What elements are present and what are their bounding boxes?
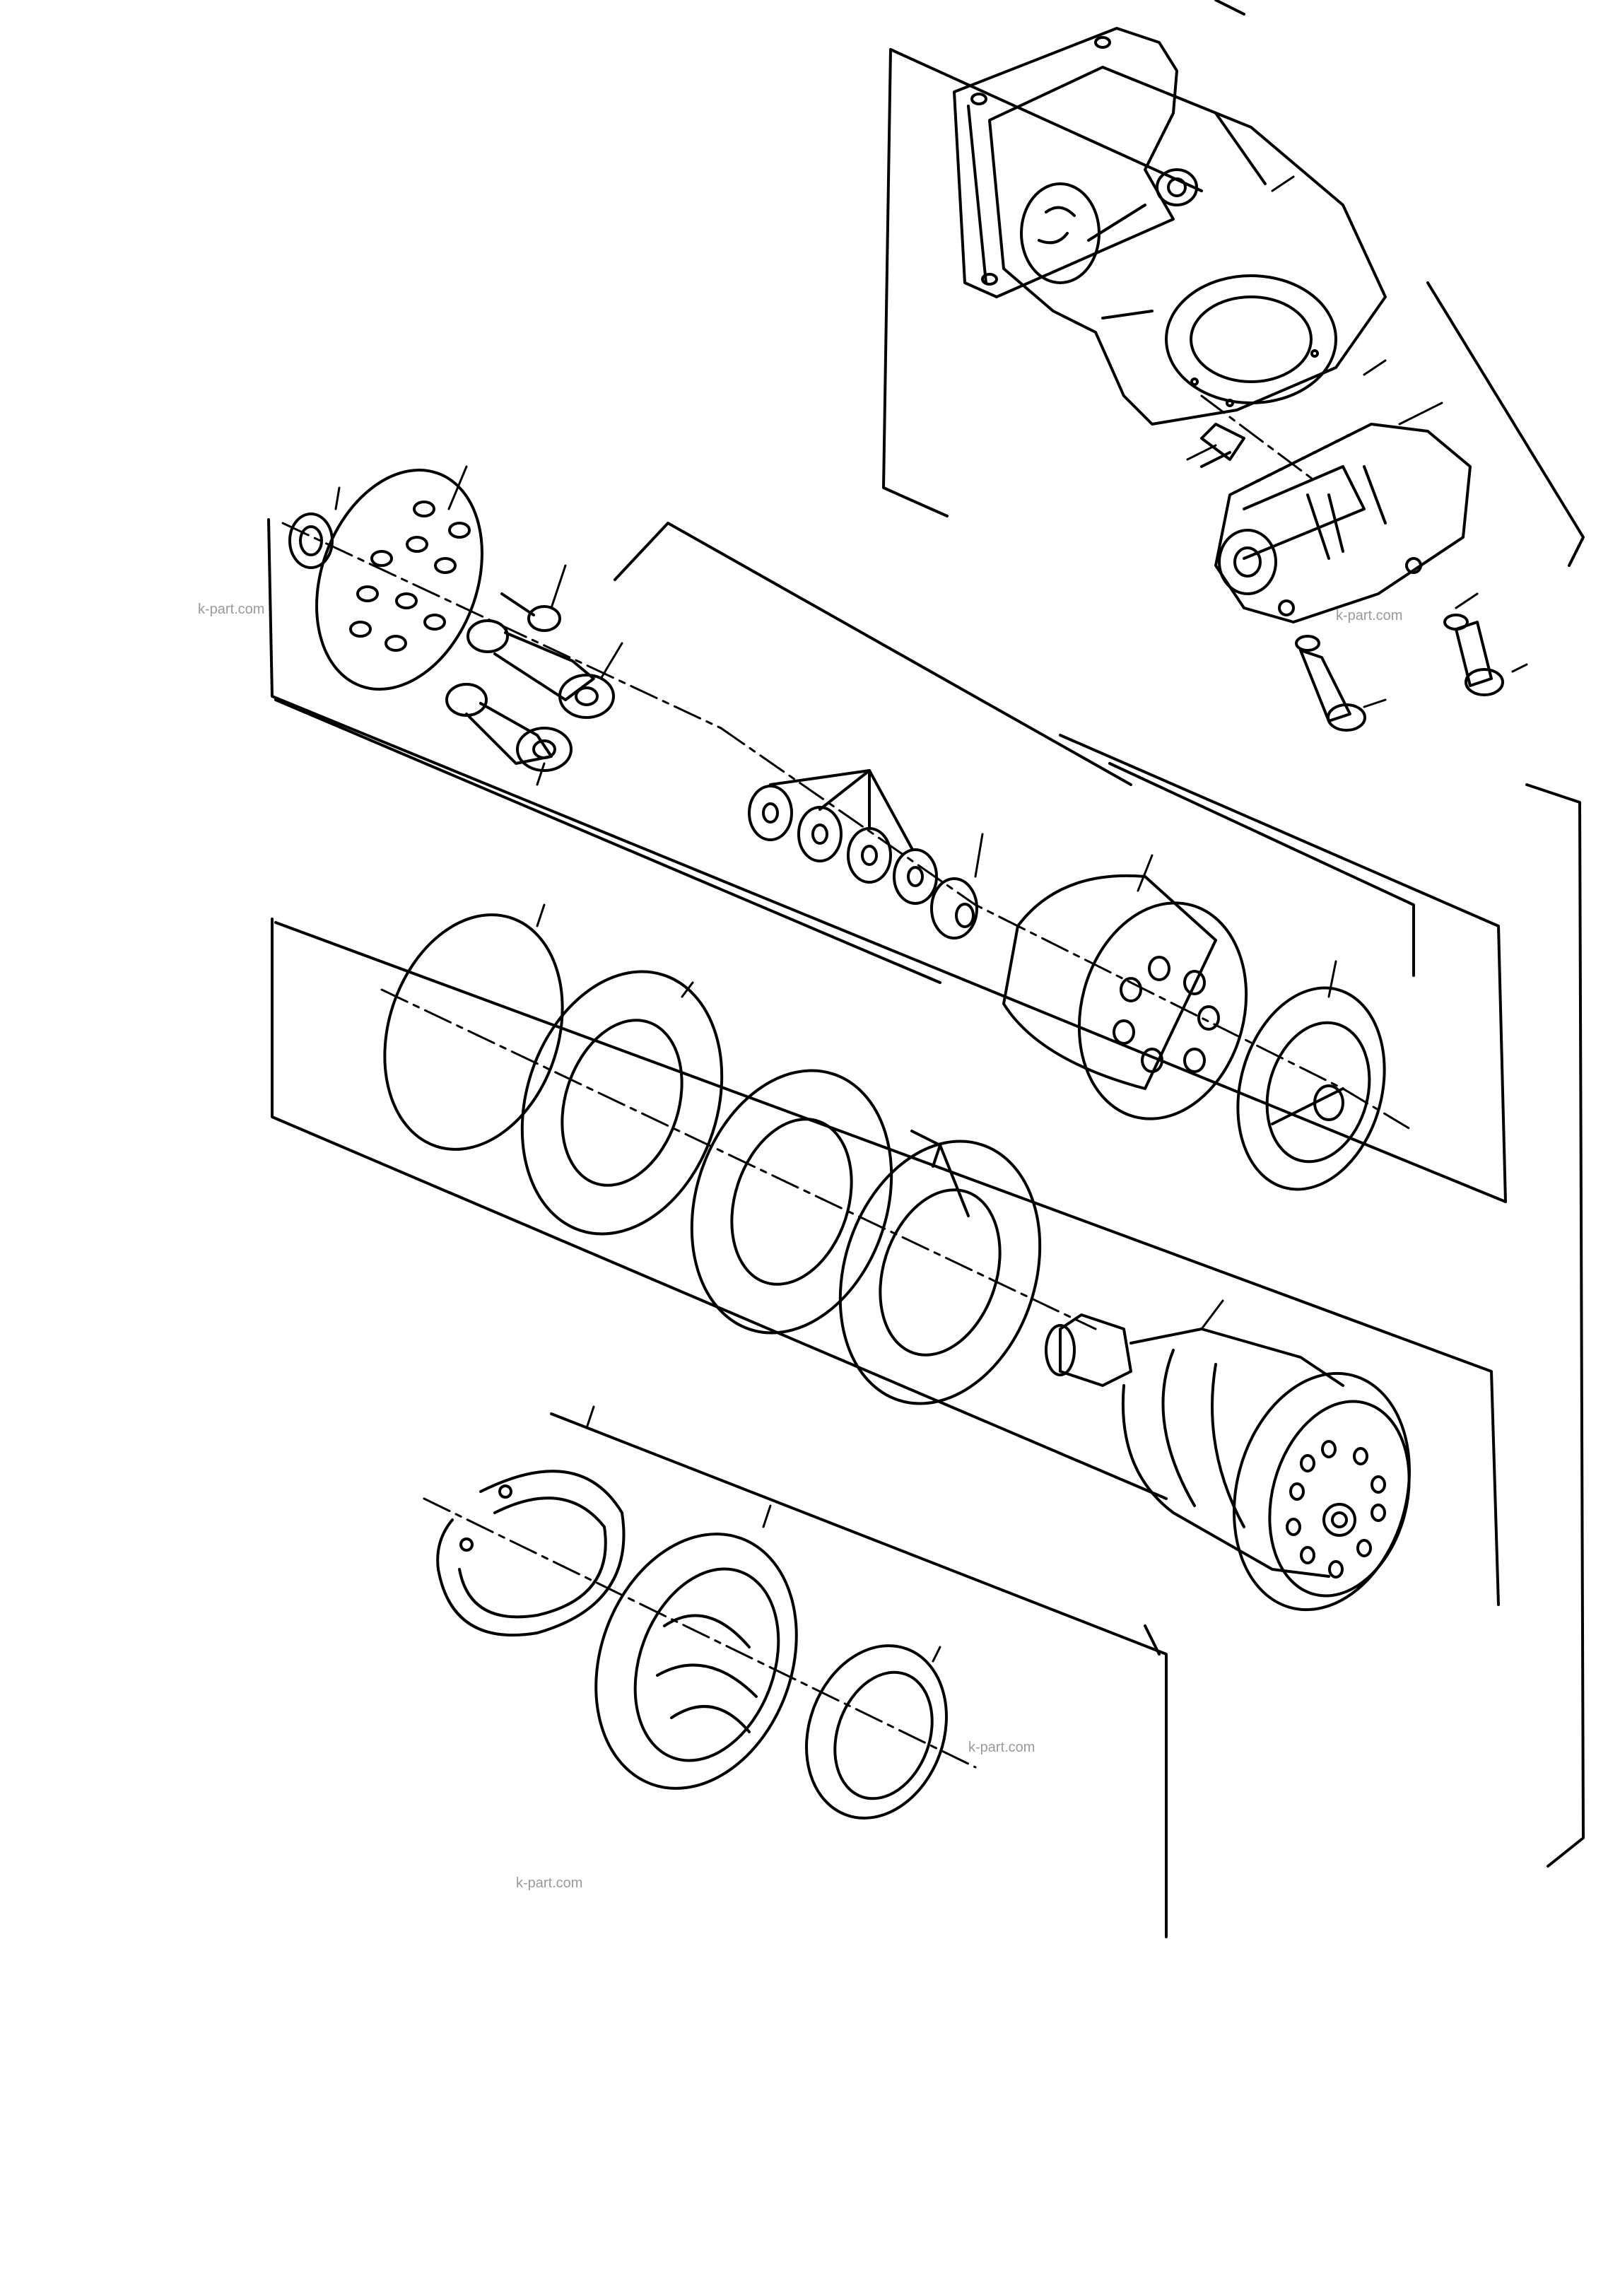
valve-block [1200,423,1472,623]
retainer-group-frame [267,518,1507,1203]
small-seal-ring [288,512,334,569]
piston-upper [466,619,615,719]
watermark-text: k-part.com [968,1740,1035,1755]
spring-seat [930,877,978,939]
valve-block-bolts [1295,614,1504,732]
bearing-housing [594,1533,798,1790]
o-ring-large [383,913,564,1151]
shim-leader [910,1130,970,1217]
valve-plate [315,469,483,691]
plate-screw [500,592,561,632]
housing-group-frame [882,48,1585,567]
right-side-bracket [1525,783,1585,1868]
shim-1 [520,970,724,1236]
drive-shaft-assembly [1045,1313,1411,1612]
piston-lower [445,683,573,772]
shim-2 [690,1069,893,1335]
retainer-plate [1236,986,1386,1191]
motor-housing [953,27,1387,426]
top-right-edge-line [1214,0,1245,16]
assembly-axis-lines [281,394,1415,1769]
cylinder-block [1002,874,1248,1120]
washer-set [748,769,938,905]
cylinder-group-frame [614,522,1507,1203]
snap-ring [436,1470,626,1637]
shim-3 [838,1140,1042,1405]
watermark-text: k-part.com [198,602,264,617]
watermark-text: k-part.com [516,1875,582,1891]
watermark-text: k-part.com [1336,608,1402,623]
oil-seal [805,1644,948,1820]
seal-group-frame [550,1412,1168,1938]
leader-lines [334,175,1528,1663]
